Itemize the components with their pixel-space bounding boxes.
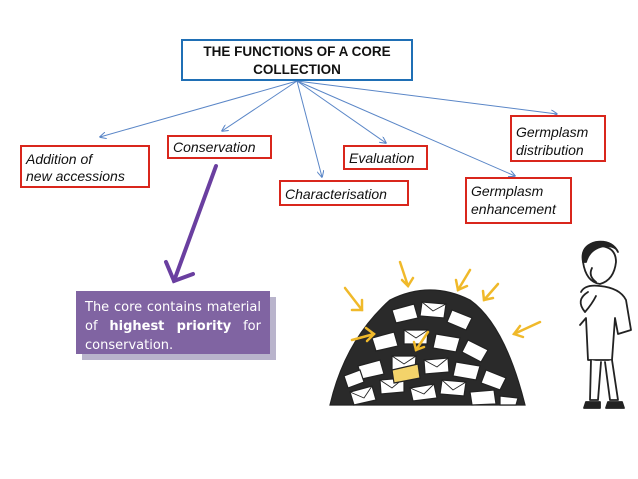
enhancement-line-2: enhancement bbox=[471, 201, 556, 217]
title-line-2: COLLECTION bbox=[253, 62, 341, 77]
diagram-title: THE FUNCTIONS OF A CORE COLLECTION bbox=[181, 39, 413, 81]
thinking-man-icon bbox=[579, 240, 632, 409]
connector-evaluation bbox=[296, 80, 386, 143]
accent-arrows bbox=[343, 260, 542, 352]
function-distribution-box: Germplasm distribution bbox=[510, 115, 606, 162]
distribution-line-1: Germplasm bbox=[516, 124, 589, 140]
envelope-pile-icon bbox=[329, 289, 526, 406]
conservation-pointer-arrow bbox=[164, 164, 218, 284]
enhancement-line-1: Germplasm bbox=[471, 183, 544, 199]
conservation-note: The core contains material of highest pr… bbox=[76, 291, 270, 354]
function-addition-box: Addition of new accessions bbox=[20, 145, 150, 188]
title-line-1: THE FUNCTIONS OF A CORE bbox=[203, 44, 391, 59]
note-text-post: for conservation. bbox=[85, 319, 261, 353]
conservation-label: Conservation bbox=[173, 139, 256, 155]
connector-characterisation bbox=[296, 80, 322, 177]
connector-enhancement bbox=[296, 80, 515, 176]
addition-line-2: new accessions bbox=[26, 168, 125, 184]
function-enhancement-box: Germplasm enhancement bbox=[465, 177, 572, 224]
function-evaluation-box: Evaluation bbox=[343, 145, 428, 170]
function-characterisation-box: Characterisation bbox=[279, 180, 409, 206]
addition-line-1: Addition of bbox=[26, 151, 93, 167]
function-conservation-box: Conservation bbox=[167, 135, 272, 159]
note-text-highlight: highest priority bbox=[109, 319, 232, 334]
note-text-pre: The core contains material of bbox=[85, 300, 261, 334]
connector-conservation bbox=[222, 80, 298, 131]
connector-distribution bbox=[296, 80, 557, 114]
characterisation-label: Characterisation bbox=[285, 186, 387, 202]
connector-addition bbox=[100, 80, 298, 137]
evaluation-label: Evaluation bbox=[349, 150, 415, 166]
distribution-line-2: distribution bbox=[516, 142, 584, 158]
